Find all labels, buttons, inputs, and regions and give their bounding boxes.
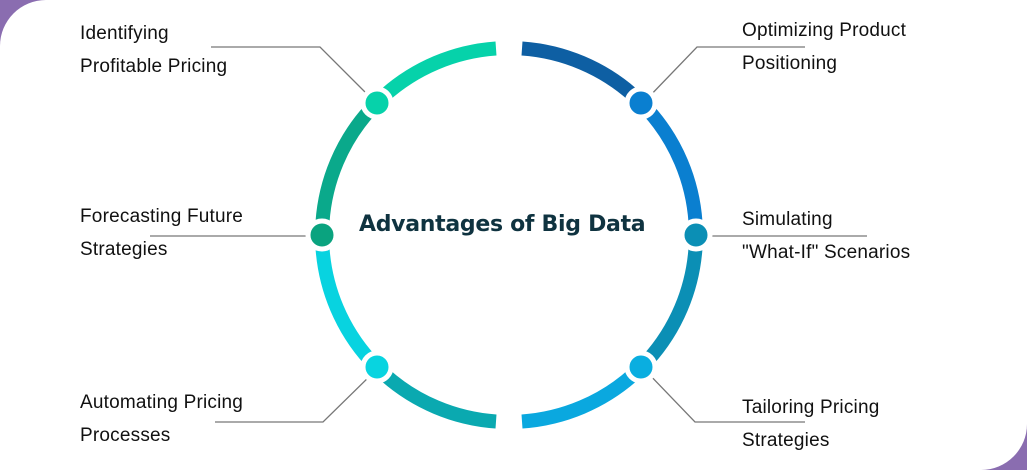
leader-line-top-left [211, 46, 373, 100]
ring-segment-bottom-left [379, 368, 497, 429]
ring-segment-right-lower [642, 247, 703, 365]
ring-segment-right-upper [642, 105, 703, 223]
label-tailoring-pricing-strategies: Tailoring Pricing Strategies [742, 391, 880, 457]
label-line-2: Processes [80, 425, 171, 446]
ring-segment-top-left [379, 41, 497, 102]
ring-segment-left-upper [315, 105, 376, 223]
ring-segment-left-lower [315, 247, 376, 365]
label-forecasting-future-strategies: Forecasting Future Strategies [80, 200, 243, 266]
dot-top-left [360, 86, 394, 120]
dot-bottom-right [624, 350, 658, 384]
label-line-2: Profitable Pricing [80, 56, 228, 77]
leader-line-top-right [644, 46, 805, 102]
label-automating-pricing-processes: Automating Pricing Processes [80, 386, 243, 452]
leader-line-bottom-left [215, 371, 375, 423]
label-line-2: Positioning [742, 53, 838, 74]
label-line-1: Identifying [80, 23, 169, 44]
dot-middle-left [305, 218, 339, 252]
label-line-1: Tailoring Pricing [742, 397, 880, 418]
label-simulating-what-if-scenarios: Simulating "What-If" Scenarios [742, 203, 910, 269]
dot-bottom-left [360, 350, 394, 384]
label-line-1: Simulating [742, 209, 833, 230]
label-optimizing-product-positioning: Optimizing Product Positioning [742, 14, 906, 80]
dot-top-right [624, 86, 658, 120]
label-line-2: "What-If" Scenarios [742, 242, 911, 263]
label-line-2: Strategies [742, 430, 830, 451]
label-line-1: Optimizing Product [742, 20, 907, 41]
label-line-1: Automating Pricing [80, 392, 244, 413]
ring-segment-bottom-right [521, 368, 639, 429]
label-line-1: Forecasting Future [80, 206, 244, 227]
label-line-2: Strategies [80, 239, 168, 260]
label-identifying-profitable-pricing: Identifying Profitable Pricing [80, 17, 227, 83]
diagram-title: Advantages of Big Data [359, 212, 646, 237]
leader-line-bottom-right [644, 369, 805, 423]
dot-middle-right [679, 218, 713, 252]
ring-segment-top-right [521, 41, 639, 102]
